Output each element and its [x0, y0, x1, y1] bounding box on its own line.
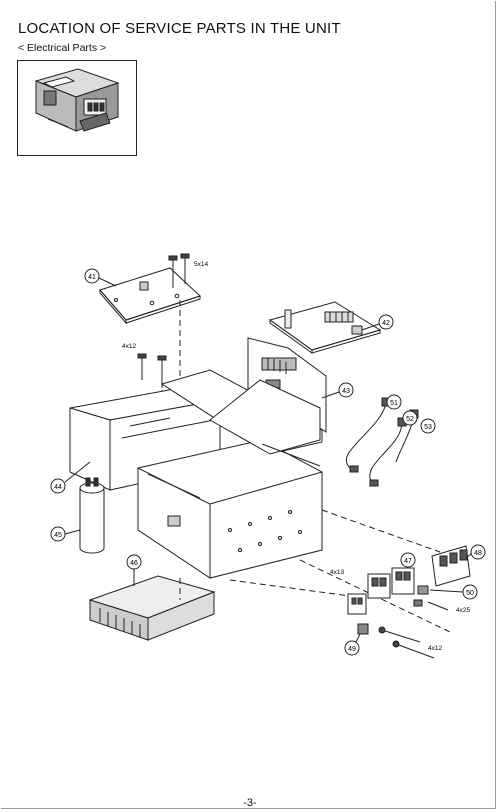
page-title: LOCATION OF SERVICE PARTS IN THE UNIT — [18, 20, 341, 37]
screw-spec-right: 4x25 — [456, 607, 470, 614]
exploded-parts-diagram: 41 42 43 44 45 46 47 48 49 — [50, 253, 486, 659]
screw-spec-center: 4x12 — [122, 343, 136, 350]
screws-bottom-right — [378, 626, 435, 659]
part-41-pcb-plate — [99, 267, 201, 325]
screw-pair-center — [137, 353, 167, 388]
part-48-terminal-block — [431, 545, 471, 587]
svg-text:45: 45 — [54, 532, 62, 539]
main-chassis — [137, 369, 323, 579]
svg-text:52: 52 — [406, 416, 414, 423]
svg-text:51: 51 — [390, 400, 398, 407]
svg-text:44: 44 — [54, 484, 62, 491]
part-46-heat-sink — [88, 575, 216, 641]
callout-52: 52 — [402, 410, 418, 426]
callout-53: 53 — [420, 418, 436, 434]
part-45-capacitor — [79, 477, 105, 554]
callout-43: 43 — [321, 382, 354, 399]
svg-text:48: 48 — [474, 550, 482, 557]
overview-drawing — [34, 68, 120, 132]
part-50-clip — [413, 585, 449, 611]
callout-47: 47 — [400, 552, 416, 568]
callout-51: 51 — [386, 394, 402, 410]
part-51-wire-harness — [345, 397, 391, 473]
svg-text:53: 53 — [424, 424, 432, 431]
svg-text:49: 49 — [348, 646, 356, 653]
svg-text:42: 42 — [382, 320, 390, 327]
svg-text:47: 47 — [404, 558, 412, 565]
callout-44: 44 — [50, 461, 91, 494]
page-number: -3- — [243, 797, 257, 809]
screw-spec-bottom: 4x12 — [428, 645, 442, 652]
part-47-terminal-block — [367, 567, 415, 599]
screw-pair-top — [168, 253, 190, 288]
callout-42: 42 — [361, 314, 394, 331]
callout-46: 46 — [126, 554, 142, 586]
callout-41: 41 — [84, 268, 117, 287]
callout-49: 49 — [344, 633, 361, 656]
part-52-wire-harness — [369, 417, 407, 487]
callout-48: 48 — [465, 544, 486, 560]
overview-thumbnail — [17, 60, 137, 156]
part-42-pcb — [268, 301, 382, 354]
callout-50: 50 — [429, 584, 478, 600]
svg-text:46: 46 — [130, 560, 138, 567]
screw-spec-mid: 4x13 — [330, 569, 344, 576]
svg-text:43: 43 — [342, 388, 350, 395]
screw-spec-top: 5x14 — [194, 261, 208, 268]
svg-text:50: 50 — [466, 590, 474, 597]
section-subtitle: < Electrical Parts > — [18, 42, 107, 54]
part-49-connector — [347, 593, 369, 635]
svg-text:41: 41 — [88, 274, 96, 281]
callout-45: 45 — [50, 526, 81, 542]
